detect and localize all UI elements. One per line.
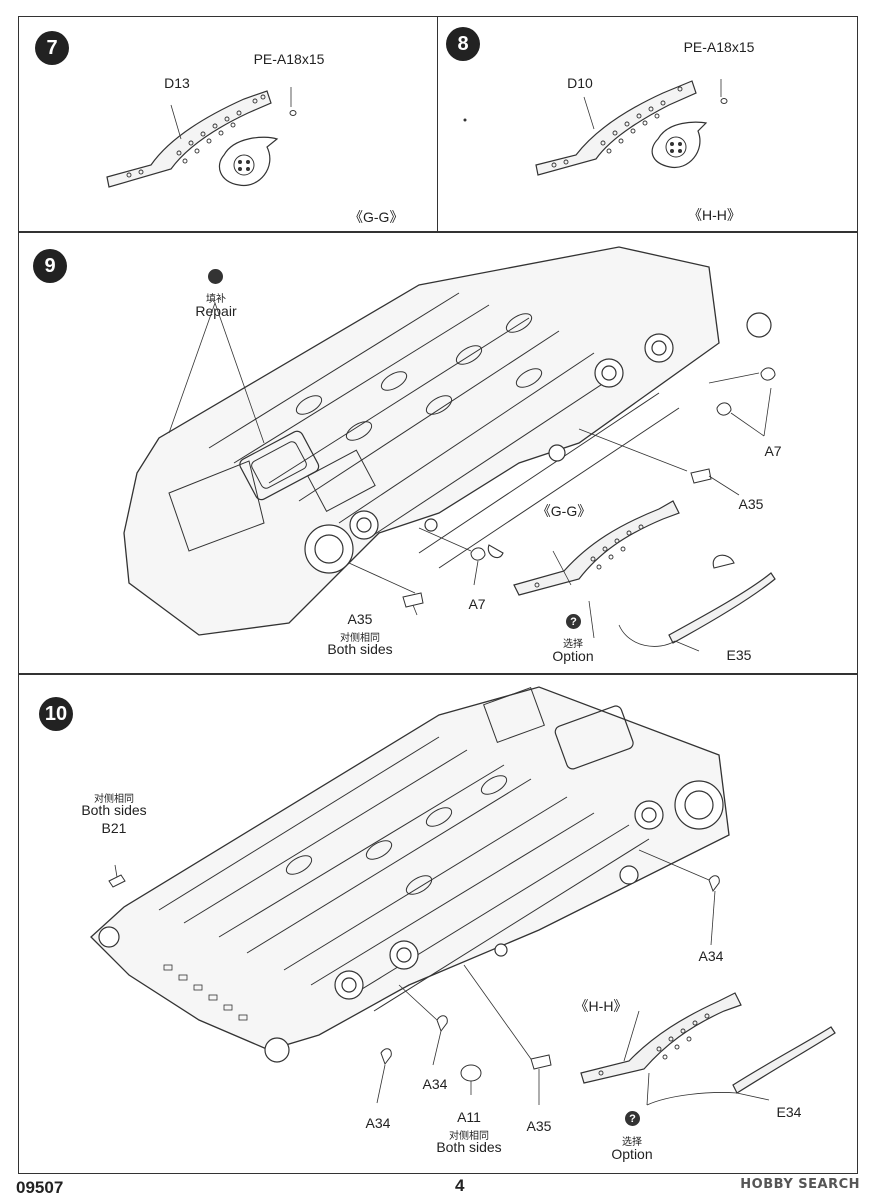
- part-a7-lower-label: A7: [468, 596, 486, 612]
- step-7-panel: 7 D13 PE-A18x15 《G-G》: [18, 16, 439, 232]
- page-number: 4: [455, 1176, 465, 1195]
- kit-code: 09507: [16, 1178, 64, 1197]
- part-e35-label: E35: [726, 647, 752, 663]
- both-sides-label-cn: 对侧相同: [340, 633, 380, 644]
- part-a35-right-label: A35: [738, 496, 764, 512]
- section-hh-label: 《H-H》: [574, 998, 628, 1014]
- part-e34-label: E34: [776, 1104, 802, 1120]
- pe-a18x15-label: PE-A18x15: [683, 39, 755, 55]
- step-10-badge: 10: [39, 697, 73, 731]
- part-a34-right-label: A34: [698, 948, 724, 964]
- section-hh-label: 《H-H》: [688, 207, 741, 223]
- part-d10-label: D10: [567, 75, 593, 91]
- both-sides-label-cn: 对侧相同: [94, 794, 134, 805]
- part-a11-label: A11: [457, 1109, 481, 1125]
- step-10-hull-illustration: [90, 686, 836, 1106]
- step-10-panel: 10: [18, 674, 858, 1174]
- step-9-badge: 9: [33, 249, 67, 283]
- a11-both-sides-label-cn: 对侧相同: [449, 1131, 489, 1142]
- repair-label: Repair: [195, 303, 237, 319]
- step-9-hull-illustration: [123, 246, 776, 652]
- part-a35-label: A35: [526, 1118, 552, 1134]
- part-b21-label: B21: [101, 820, 127, 836]
- pe-a18x15-label: PE-A18x15: [253, 51, 325, 67]
- part-a34-mid-label: A34: [422, 1076, 448, 1092]
- both-sides-label: Both sides: [81, 802, 147, 818]
- step-9-panel: 9: [18, 232, 858, 674]
- both-sides-label: Both sides: [327, 641, 393, 657]
- step-8-badge: 8: [446, 27, 480, 61]
- part-a35-lower-label: A35: [347, 611, 373, 627]
- part-d13-label: D13: [164, 75, 190, 91]
- step-8-illustration: [463, 79, 728, 176]
- step-7-badge: 7: [35, 31, 69, 65]
- option-label-cn: 选择: [622, 1137, 642, 1148]
- step-8-panel: 8 D10 PE-A18x15 《H-H》: [437, 16, 858, 232]
- repair-label-cn: 填补: [206, 294, 226, 305]
- section-gg-label: 《G-G》: [349, 209, 404, 225]
- option-question-icon: ?: [566, 614, 581, 629]
- option-label-cn: 选择: [563, 639, 583, 650]
- repair-icon: [208, 269, 223, 284]
- option-label: Option: [611, 1146, 653, 1162]
- watermark-text: HOBBY SEARCH: [740, 1177, 860, 1192]
- watermark-logo: HOBBY SEARCH: [740, 1177, 860, 1192]
- section-gg-label: 《G-G》: [536, 503, 592, 519]
- a11-both-sides-label: Both sides: [436, 1139, 502, 1155]
- part-a34-left-label: A34: [365, 1115, 391, 1131]
- option-label: Option: [552, 648, 594, 664]
- step-7-illustration: [106, 87, 297, 188]
- part-a7-right-label: A7: [764, 443, 782, 459]
- option-question-icon: ?: [625, 1111, 640, 1126]
